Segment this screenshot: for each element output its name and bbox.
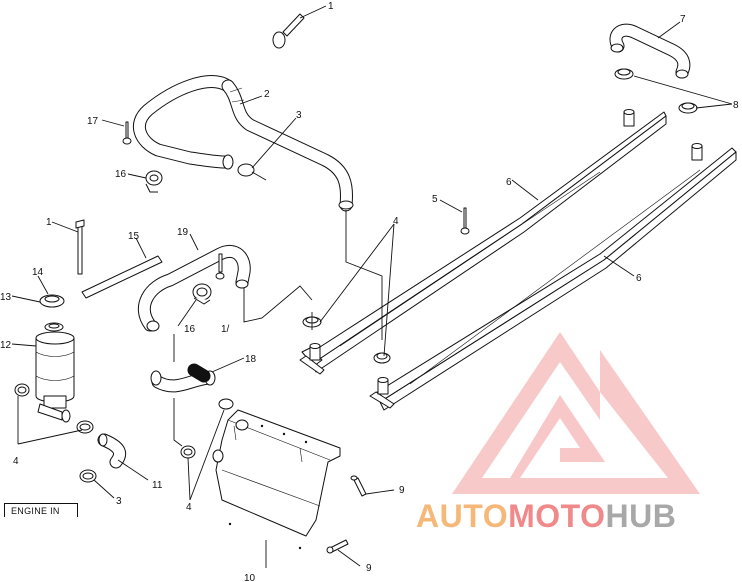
screw-9-lower (326, 539, 349, 554)
hose-clamp-lower (79, 469, 97, 483)
tube-15 (81, 255, 163, 299)
hose-7 (609, 23, 691, 79)
screw-5 (460, 207, 470, 235)
upper-hose-2 (132, 75, 354, 212)
clip-upper (145, 170, 163, 193)
hose-clamp-8a (614, 68, 634, 80)
callout-9-lower: 9 (366, 563, 372, 574)
rod-1 (75, 219, 85, 275)
callout-7: 7 (680, 14, 686, 25)
callout-16-mid: 16 (184, 324, 196, 335)
callout-1-top: 1 (328, 1, 334, 12)
watermark-hub: HUB (605, 498, 677, 534)
callout-6-lower: 6 (636, 273, 642, 284)
callout-9-upper: 9 (399, 485, 405, 496)
reservoir-gasket (44, 322, 64, 332)
callout-5: 5 (432, 194, 438, 205)
clip-mid (192, 283, 212, 305)
hose-18 (150, 363, 216, 393)
callout-3-upper: 3 (296, 110, 302, 121)
hose-clamp-radiator-a (218, 398, 234, 410)
callout-16-upper: 16 (115, 169, 127, 180)
reservoir-cap (39, 294, 65, 308)
callout-18: 18 (245, 354, 257, 365)
watermark-text: AUTOMOTOHUB (416, 498, 676, 534)
heat-exchanger-upper (299, 109, 667, 375)
hose-clamp-8b (678, 102, 698, 114)
callout-14: 14 (32, 267, 44, 278)
callout-4-radiator: 4 (186, 502, 192, 513)
callout-1-rod: 1 (46, 217, 52, 228)
callout-8: 8 (733, 100, 739, 111)
callout-17-mid: 1/ (221, 324, 230, 335)
watermark-auto: AUTO (416, 498, 509, 534)
engine-in-label: ENGINE IN (4, 503, 78, 517)
hose-clamp-upper (237, 163, 267, 181)
leader-lines (11, 5, 733, 568)
hose-clamp-exchanger-b (373, 352, 391, 364)
watermark-logo (452, 332, 700, 494)
hose-clamp-radiator-b (180, 445, 196, 459)
hose-clamp-reservoir-a (14, 383, 30, 397)
coolant-reservoir (35, 331, 75, 423)
callout-11: 11 (152, 480, 163, 491)
callout-3-lower: 3 (116, 496, 122, 507)
screw-mid (215, 253, 225, 280)
callout-4-reservoir: 4 (13, 456, 19, 467)
callout-4-exchanger: 4 (393, 216, 399, 227)
callout-2: 2 (264, 89, 270, 100)
screw-9-upper (350, 475, 367, 497)
hose-clamp-reservoir-b (76, 420, 94, 434)
hose-clamp-top (272, 13, 305, 49)
callout-15: 15 (128, 231, 140, 242)
watermark-moto: MOTO (508, 498, 606, 534)
callout-6-upper: 6 (506, 177, 512, 188)
callout-17-upper: 17 (87, 116, 99, 127)
callout-13: 13 (0, 292, 12, 303)
hose-19 (138, 244, 251, 332)
callout-10: 10 (244, 573, 256, 582)
elbow-hose-11 (97, 433, 126, 469)
callout-19: 19 (177, 227, 189, 238)
heat-exchanger-lower (369, 143, 737, 411)
heat-shield-10 (212, 409, 341, 550)
screw-upper (122, 121, 132, 145)
callout-12: 12 (0, 340, 12, 351)
